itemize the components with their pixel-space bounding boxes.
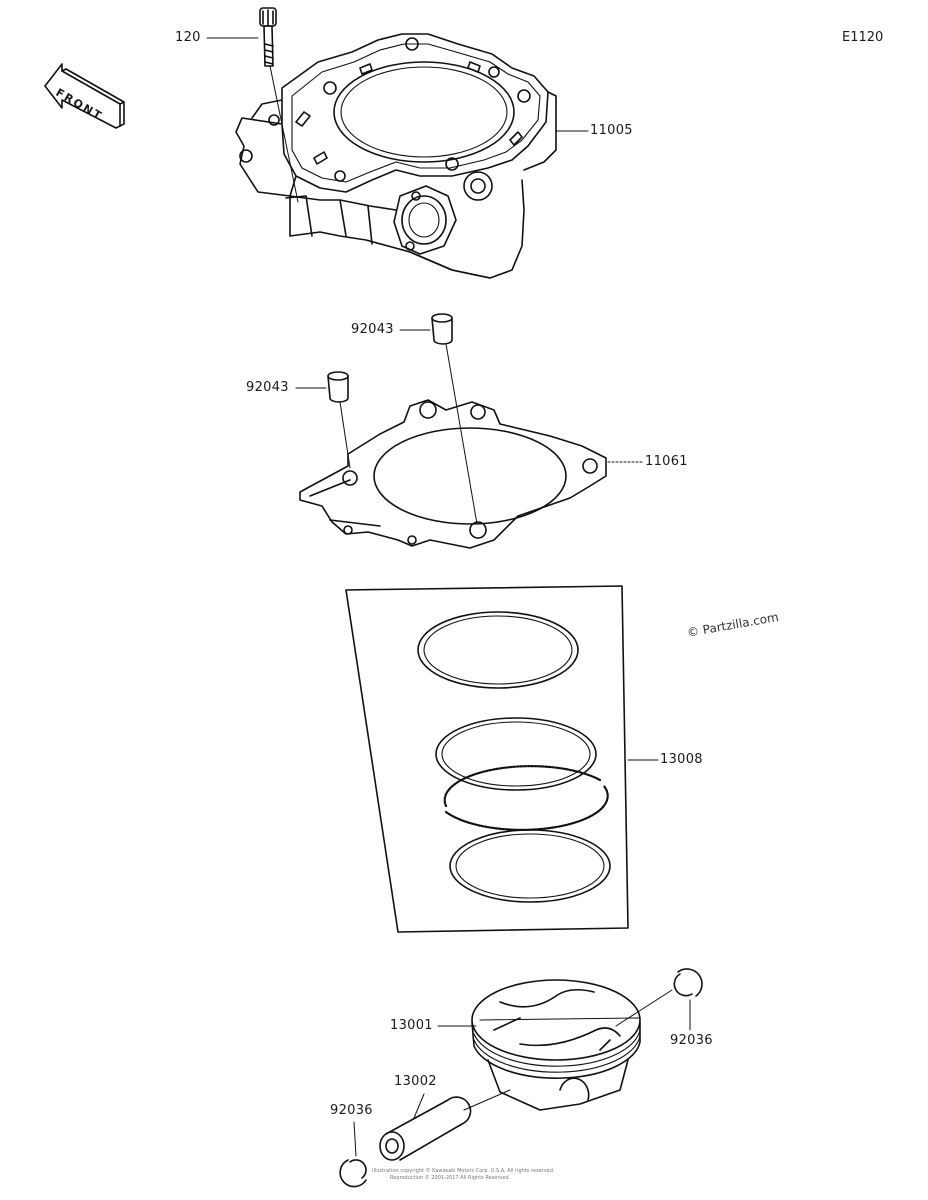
fine-print-line-1: Illustration copyright © Kawasaki Motors… [372, 1168, 555, 1174]
part-label-snap-ring-left[interactable]: 92036 [330, 1103, 373, 1118]
dowel-pin-upper-part [431, 313, 478, 525]
part-label-cylinder[interactable]: 11005 [590, 123, 633, 138]
fine-print-line-2: Reproduction © 2001-2017 All Rights Rese… [390, 1175, 511, 1181]
cylinder-gasket-part [299, 399, 607, 549]
piston-part [471, 979, 641, 1111]
part-label-cylinder-gasket[interactable]: 11061 [645, 454, 688, 469]
piston-ring-set-part [345, 585, 629, 933]
front-arrow-icon [44, 63, 125, 129]
part-label-piston[interactable]: 13001 [390, 1018, 433, 1033]
part-label-dowel-pin-left[interactable]: 92043 [246, 380, 289, 395]
bolt-part [259, 7, 299, 203]
part-label-snap-ring-right[interactable]: 92036 [670, 1033, 713, 1048]
dowel-pin-left-part [327, 371, 351, 469]
part-label-piston-ring-set[interactable]: 13008 [660, 752, 703, 767]
part-label-bolt[interactable]: 120 [175, 30, 201, 45]
cylinder-part [235, 33, 557, 279]
piston-pin-part [379, 1089, 511, 1161]
snap-ring-right-part [615, 968, 703, 1031]
snap-ring-left-part [339, 1121, 367, 1188]
diagram-code: E1120 [842, 30, 884, 45]
part-label-piston-pin[interactable]: 13002 [394, 1074, 437, 1089]
part-label-dowel-pin-upper[interactable]: 92043 [351, 322, 394, 337]
